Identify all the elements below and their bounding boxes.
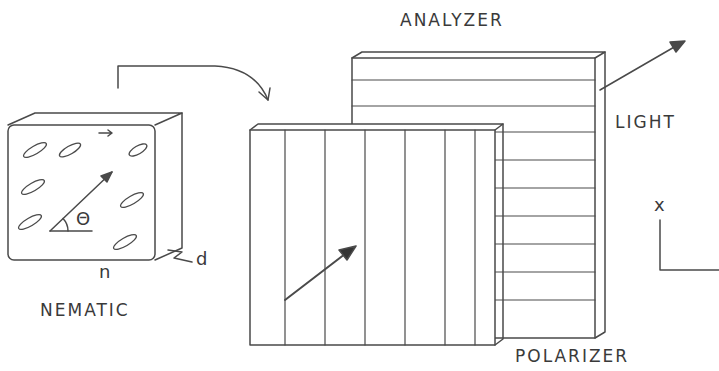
cell-label: NEMATIC — [40, 302, 130, 319]
axes — [660, 220, 719, 270]
axis-label: x — [654, 196, 665, 214]
insert-arrow — [118, 66, 270, 100]
plate-label: POLARIZER — [515, 348, 629, 365]
nematic-cell — [8, 113, 192, 262]
light-label: LIGHT — [615, 114, 676, 131]
polarizer-plate: POLARIZER — [250, 130, 495, 345]
nematic-cell: nΘNEMATIC — [8, 125, 155, 260]
thickness-label: d — [196, 250, 207, 268]
plate-label: ANALYZER — [400, 12, 504, 29]
light-arrow — [600, 41, 685, 90]
polarizer-plate — [250, 124, 503, 345]
angle-label: Θ — [76, 210, 90, 228]
analyzer-plate: ANALYZER — [352, 58, 595, 338]
director-label: n — [99, 263, 110, 281]
